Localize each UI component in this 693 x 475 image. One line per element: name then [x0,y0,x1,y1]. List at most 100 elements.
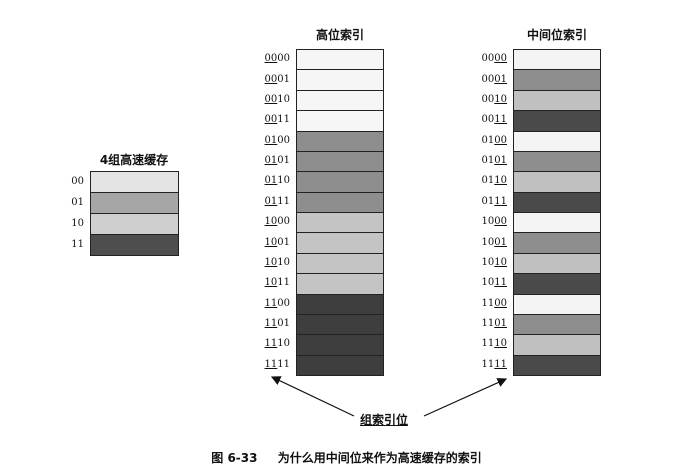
group-index-bits: 10 [494,256,507,268]
group-index-bits: 01 [264,195,278,207]
high_index-block-1001 [296,232,384,254]
high_index-block-0000 [296,49,384,71]
figure-number: 图 6-33 [211,451,258,465]
high_index-block-1000 [296,212,384,234]
high_index-block-0010 [296,89,384,112]
group-index-bits: 00 [494,53,507,65]
group-index-bits: 10 [494,93,507,105]
cache-set-01 [90,192,179,214]
group-index-bits: 00 [494,134,507,146]
block-address-label: 0000 [481,53,507,65]
block-address-label: 0100 [481,134,507,146]
mid_index-block-0101 [513,150,601,173]
block-address-label: 1100 [481,297,507,309]
group-index-bits: 10 [494,175,507,187]
block-address-label: 0011 [264,114,290,126]
mid_index-block-0110 [513,171,601,193]
figure-caption: 图 6-33 为什么用中间位来作为高速缓存的索引 [0,449,693,466]
group-index-bits: 10 [264,277,278,289]
high_index-block-0110 [296,171,384,193]
group-index-bits: 00 [264,93,278,105]
block-address-label: 0110 [481,175,507,187]
mid_index-block-1010 [513,252,601,275]
mid_index-block-0000 [513,49,601,71]
group-index-bits: 11 [494,277,507,289]
block-address-label: 0001 [481,73,507,85]
block-address-label: 0101 [264,155,290,167]
high-index-title: 高位索引 [315,28,364,42]
cache-set-label: 01 [71,196,84,208]
group-index-bits: 01 [264,155,278,167]
group-index-bits: 01 [494,318,507,330]
high_index-block-0011 [296,110,384,132]
cache-set-10 [90,213,179,235]
cache-title: 4组高速缓存 [99,153,169,167]
high_index-block-1100 [296,293,384,315]
block-address-label: 1110 [264,338,290,350]
group-index-bits: 01 [264,175,278,187]
mid_index-block-0010 [513,89,601,112]
mid-index-title: 中间位索引 [526,28,587,42]
group-index-bits: 00 [494,297,507,309]
group-index-bits: 01 [494,73,507,85]
mid_index-block-0111 [513,191,601,213]
group-index-bits: 00 [494,216,507,228]
high_index-block-1011 [296,273,384,295]
high_index-block-0111 [296,191,384,213]
mid_index-block-1111 [513,354,601,376]
cache-sets: 00 01 10 11 [71,171,179,256]
mid_index-block-0001 [513,69,601,91]
high_index-block-0100 [296,130,384,152]
mid_index-block-1011 [513,273,601,295]
block-address-label: 1010 [264,256,290,268]
cache-set-11 [90,234,179,256]
mid_index-block-1100 [513,293,601,315]
block-address-label: 0011 [481,114,507,126]
mid_index-block-1001 [513,232,601,254]
block-address-label: 1011 [264,277,290,289]
mid_index-block-1110 [513,334,601,356]
group-index-bits: 00 [264,114,278,126]
cache-set-label: 11 [71,238,84,250]
group-index-bits: 11 [494,195,507,207]
block-address-label: 1101 [264,318,290,330]
group-index-bits-label: 组索引位 [360,413,409,427]
cache-set-label: 00 [71,175,84,187]
arrow-to-high-index [270,376,355,417]
block-address-label: 0010 [264,93,290,105]
block-address-label: 1100 [264,297,290,309]
block-address-label: 0000 [264,53,290,65]
block-address-label: 0010 [481,93,507,105]
block-address-label: 1001 [264,236,290,248]
group-index-bits: 10 [494,338,507,350]
block-address-label: 1000 [481,216,507,228]
cache-set-00 [90,171,179,193]
figure-caption-text: 为什么用中间位来作为高速缓存的索引 [277,451,482,465]
cache-set-label: 10 [71,217,84,229]
block-address-label: 1011 [481,277,507,289]
block-address-label: 1111 [264,358,290,370]
block-address-label: 1001 [481,236,507,248]
mid_index-block-0011 [513,110,601,132]
block-address-label: 1000 [264,216,290,228]
block-address-label: 1101 [481,318,507,330]
block-address-label: 0001 [264,73,290,85]
arrow-to-mid-index [423,378,508,417]
high_index-block-1111 [296,354,384,376]
group-index-bits: 10 [264,236,278,248]
block-address-label: 0100 [264,134,290,146]
high_index-block-1101 [296,313,384,336]
group-index-bits: 11 [264,318,278,330]
group-index-bits: 11 [264,358,278,370]
group-index-bits: 11 [494,114,507,126]
group-index-bits: 00 [264,53,278,65]
high_index-block-1110 [296,334,384,356]
mid_index-block-1101 [513,313,601,336]
group-index-bits: 11 [494,358,507,370]
block-address-label: 1111 [481,358,507,370]
group-index-bits: 01 [264,134,278,146]
block-address-label: 1110 [481,338,507,350]
high_index-block-0001 [296,69,384,91]
